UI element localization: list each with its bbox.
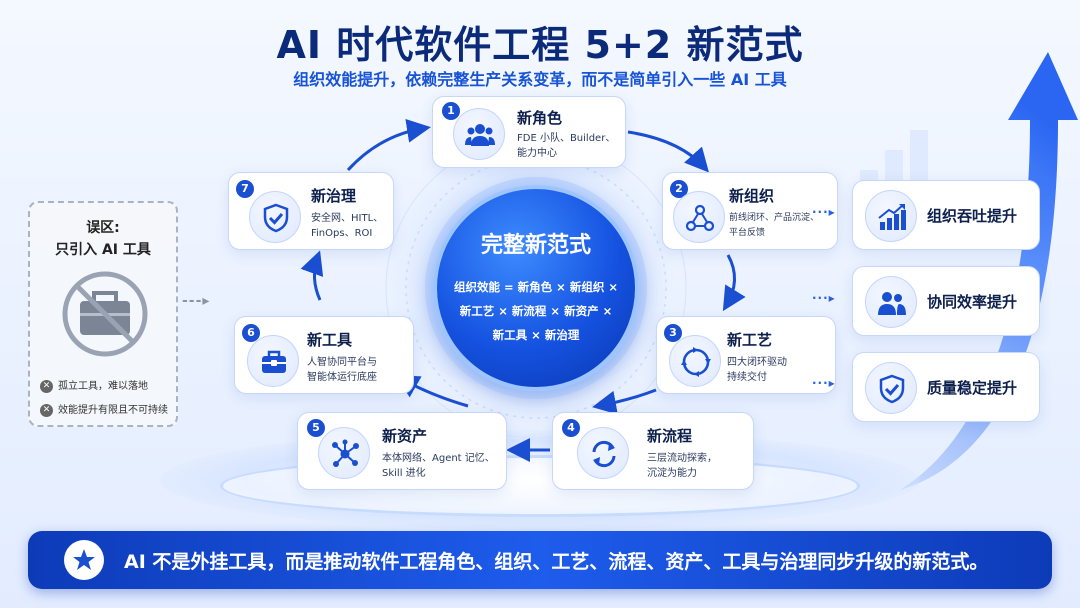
card-title: 新资产 [382, 427, 428, 445]
people-icon [865, 276, 917, 328]
result-title: 组织吞吐提升 [927, 207, 1018, 225]
center-title: 完整新范式 [480, 233, 591, 258]
misconception-arrow: ---▸ [182, 293, 211, 309]
card-desc-1: 安全网、HITL、 [311, 213, 384, 224]
bar-chart-up-icon [865, 190, 917, 242]
card-number: 6 [242, 324, 260, 342]
page-subtitle: 组织效能提升，依赖完整生产关系变革，而不是简单引入一些 AI 工具 [293, 70, 787, 89]
x-circle-icon: ✕ [40, 379, 53, 393]
card-desc-1: 本体网络、Agent 记忆、 [382, 453, 495, 464]
card-title: 新组织 [729, 187, 775, 205]
toolbox-icon [247, 335, 299, 387]
center-formula: 组织效能 = 新角色 × 新组织 × 新工艺 × 新流程 × 新资产 × 新工具… [445, 275, 627, 347]
card-desc-1: 人智协同平台与 [307, 357, 377, 368]
card-number: 4 [562, 419, 580, 437]
card-desc-1: 四大闭环驱动 [727, 357, 787, 368]
x-circle-icon: ✕ [40, 403, 53, 417]
cycle-icon [669, 335, 721, 387]
connector-arrow: ···▸ [812, 205, 836, 219]
card-desc-2: 能力中心 [517, 148, 557, 159]
connector-arrow: ···▸ [812, 376, 836, 390]
card-new-process: 4 新流程 三层流动探索， 沉淀为能力 [552, 412, 754, 490]
card-desc-2: 智能体运行底座 [307, 372, 377, 383]
card-new-craft: 3 新工艺 四大闭环驱动 持续交付 [656, 316, 836, 394]
result-title: 协同效率提升 [927, 293, 1018, 311]
refresh-icon [577, 427, 629, 479]
team-icon [453, 108, 505, 160]
network-nodes-icon [673, 191, 725, 243]
card-title: 新流程 [647, 427, 693, 445]
misconception-item: ✕ 效能提升有限且不可持续 [40, 401, 168, 417]
misconception-item-text: 效能提升有限且不可持续 [58, 405, 168, 416]
molecule-icon [318, 427, 370, 479]
card-desc-2: 沉淀为能力 [647, 468, 697, 479]
card-number: 3 [664, 324, 682, 342]
card-new-role: 1 新角色 FDE 小队、Builder、 能力中心 [432, 96, 626, 168]
formula-line-2: 新工艺 × 新流程 × 新资产 × [459, 304, 613, 318]
shield-check-icon [865, 362, 917, 414]
formula-line-3: 新工具 × 新治理 [492, 328, 580, 342]
card-desc-2: Skill 进化 [382, 468, 426, 479]
connector-arrow: ···▸ [812, 291, 836, 305]
card-number: 1 [442, 102, 460, 120]
card-number: 7 [236, 180, 254, 198]
card-desc-2: 持续交付 [727, 372, 767, 383]
card-desc-2: FinOps、ROI [311, 228, 373, 239]
card-title: 新工具 [307, 331, 353, 349]
result-throughput: 组织吞吐提升 [852, 180, 1040, 250]
misconception-subtitle: 只引入 AI 工具 [55, 242, 151, 258]
misconception-box: 误区: 只引入 AI 工具 ✕ 孤立工具，难以落地 ✕ 效能提升有限且不可持续 [28, 201, 178, 427]
result-collaboration: 协同效率提升 [852, 266, 1040, 336]
shield-check-icon [249, 191, 301, 243]
crossed-toolbox-icon [62, 271, 148, 357]
banner-text: AI 不是外挂工具，而是推动软件工程角色、组织、工艺、流程、资产、工具与治理同步… [124, 551, 989, 573]
misconception-item-text: 孤立工具，难以落地 [58, 381, 148, 392]
card-new-assets: 5 新资产 本体网络、Agent 记忆、 Skill 进化 [297, 412, 507, 490]
bottom-banner: AI 不是外挂工具，而是推动软件工程角色、组织、工艺、流程、资产、工具与治理同步… [28, 531, 1052, 589]
card-new-tools: 6 新工具 人智协同平台与 智能体运行底座 [234, 316, 414, 394]
card-desc-1: 前线闭环、产品沉淀、 [729, 213, 820, 223]
card-desc-1: FDE 小队、Builder、 [517, 133, 616, 144]
card-number: 2 [670, 180, 688, 198]
card-title: 新角色 [517, 109, 563, 127]
page-title: AI 时代软件工程 5+2 新范式 [276, 23, 804, 67]
card-number: 5 [307, 419, 325, 437]
card-new-governance: 7 新治理 安全网、HITL、 FinOps、ROI [228, 172, 394, 250]
formula-line-1: 组织效能 = 新角色 × 新组织 × [454, 280, 618, 294]
card-new-organization: 2 新组织 前线闭环、产品沉淀、 平台反馈 [662, 172, 838, 250]
card-desc-2: 平台反馈 [729, 228, 766, 238]
star-icon [64, 540, 104, 580]
result-title: 质量稳定提升 [927, 379, 1018, 397]
center-paradigm-circle: 完整新范式 组织效能 = 新角色 × 新组织 × 新工艺 × 新流程 × 新资产… [433, 185, 639, 391]
card-title: 新工艺 [727, 331, 773, 349]
misconception-title: 误区: [86, 220, 120, 236]
misconception-item: ✕ 孤立工具，难以落地 [40, 377, 148, 393]
card-desc-1: 三层流动探索， [647, 453, 717, 464]
result-quality: 质量稳定提升 [852, 352, 1040, 422]
card-title: 新治理 [311, 187, 357, 205]
